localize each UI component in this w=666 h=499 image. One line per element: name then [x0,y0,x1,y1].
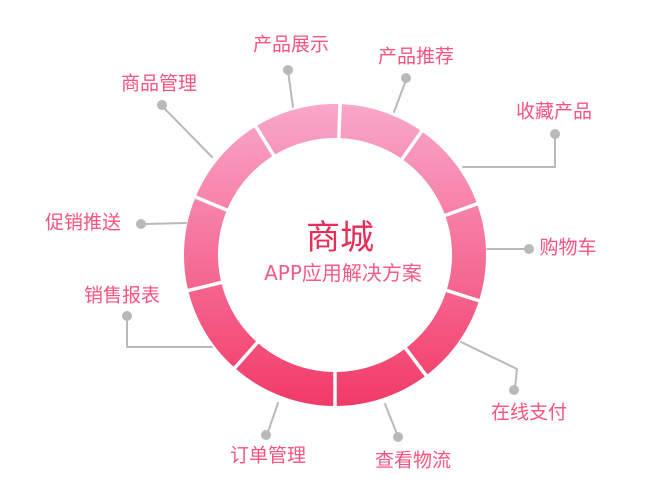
connector-view-logistics [384,403,403,442]
label-order-management: 订单管理 [229,444,307,467]
connector-product-display [283,65,294,108]
label-favorite-product: 收藏产品 [515,100,593,123]
center-subtitle: APP应用解决方案 [264,261,422,285]
connector-shopping-cart [486,244,534,254]
connector-goods-management [157,100,213,158]
segment-dividers [181,98,486,412]
label-shopping-cart: 购物车 [539,236,597,259]
connector-order-management [261,402,279,440]
connector-product-recommend [393,73,411,113]
segmented-ring [181,98,486,412]
label-product-recommend: 产品推荐 [377,45,455,68]
connector-sales-report [122,311,213,348]
label-product-display: 产品展示 [252,33,330,56]
connector-online-payment [460,341,519,395]
label-promotion-push: 促销推送 [44,211,122,234]
label-online-payment: 在线支付 [490,401,568,424]
label-view-logistics: 查看物流 [374,449,452,472]
connector-promotion-push [136,219,187,229]
label-sales-report: 销售报表 [83,284,161,307]
center-title: 商城 [306,218,374,258]
connector-favorite-product [462,129,560,168]
label-goods-management: 商品管理 [120,72,198,95]
